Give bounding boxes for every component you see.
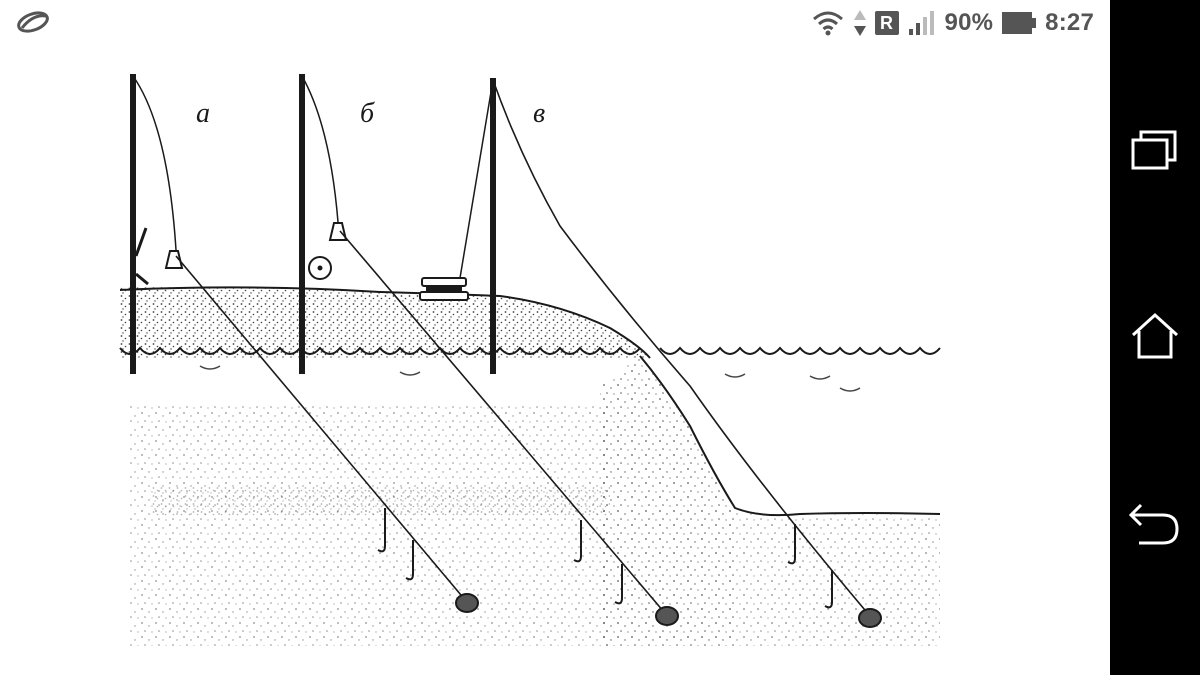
label-b: б	[360, 98, 375, 129]
rig-c	[419, 78, 882, 628]
roaming-icon: R	[874, 11, 899, 35]
bell-b	[328, 222, 348, 241]
app-notification-icon	[17, 11, 49, 33]
back-button[interactable]	[1125, 494, 1185, 554]
recent-apps-button[interactable]	[1125, 120, 1185, 180]
recent-apps-icon	[1131, 130, 1177, 170]
navigation-bar	[1110, 0, 1200, 675]
sinker-b	[655, 606, 679, 626]
signal-icon	[908, 11, 934, 35]
home-icon	[1131, 312, 1179, 359]
sinker-a	[455, 593, 479, 613]
battery-icon	[1002, 12, 1037, 34]
fishing-rig-illustration	[119, 74, 941, 646]
image-viewer[interactable]: а б в	[0, 46, 1110, 675]
shore-bank	[120, 286, 648, 358]
battery-percent: 90%	[944, 9, 994, 36]
clock: 8:27	[1045, 9, 1094, 36]
home-button[interactable]	[1125, 306, 1185, 366]
bell	[164, 250, 184, 269]
rig-b	[299, 74, 679, 626]
line-spool	[419, 277, 469, 301]
label-a: а	[196, 98, 210, 129]
water-surface	[119, 346, 641, 355]
status-bar: R 90% 8:27	[0, 0, 1110, 46]
data-arrows-icon	[853, 10, 866, 36]
rig-a	[130, 74, 479, 613]
back-icon	[1129, 503, 1179, 545]
status-icons: R 90% 8:27	[811, 6, 1094, 40]
wifi-icon	[812, 11, 843, 36]
label-c: в	[533, 98, 546, 129]
sinker-c	[858, 608, 882, 628]
